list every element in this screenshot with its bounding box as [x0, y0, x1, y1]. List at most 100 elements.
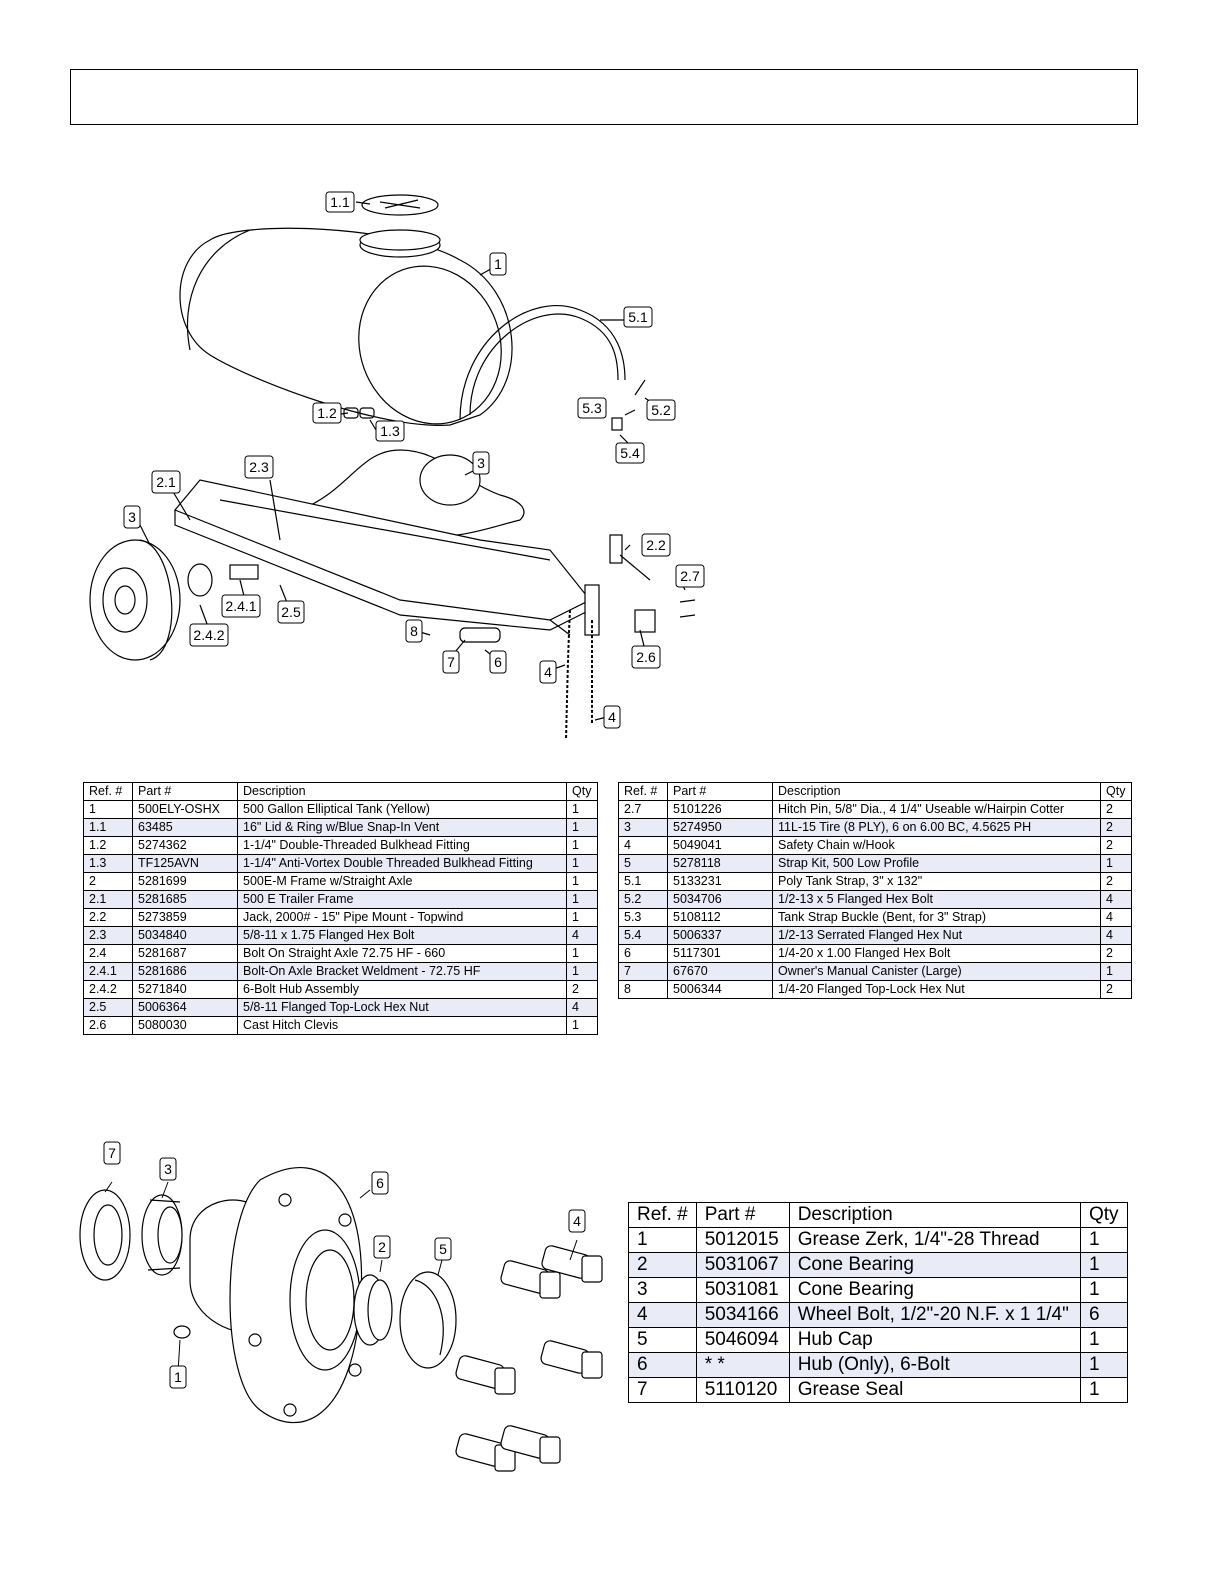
table-cell: 5108112 [667, 908, 773, 927]
svg-text:4: 4 [608, 709, 616, 725]
svg-text:5: 5 [439, 1241, 447, 1257]
svg-text:2.6: 2.6 [636, 649, 656, 665]
callout-label: 2.2 [641, 533, 671, 557]
table-cell: 5/8-11 Flanged Top-Lock Hex Nut [237, 998, 567, 1017]
table-cell: 5006337 [667, 926, 773, 945]
callout-label: 6 [371, 1171, 389, 1195]
table-cell: 5031067 [695, 1252, 790, 1278]
table-cell: 5031081 [695, 1277, 790, 1303]
table-cell: 6 [1080, 1302, 1128, 1328]
callout-label: 2.3 [244, 455, 274, 479]
table-cell: 3 [628, 1277, 697, 1303]
table-cell: 3 [618, 818, 668, 837]
table-cell: 5271840 [132, 980, 238, 999]
table-cell: 1 [566, 1016, 598, 1035]
callout-label: 1 [169, 1365, 187, 1389]
svg-text:1: 1 [174, 1369, 182, 1385]
column-header: Qty [1100, 782, 1132, 801]
table-header-row: Ref. # Part # Description Qty [83, 782, 598, 801]
table-cell: 6-Bolt Hub Assembly [237, 980, 567, 999]
table-cell: 4 [628, 1302, 697, 1328]
table-cell: 2 [1100, 980, 1132, 999]
table-cell: 2 [1100, 800, 1132, 819]
callout-label: 4 [539, 660, 557, 684]
svg-text:5.2: 5.2 [651, 402, 671, 418]
table-cell: Hub (Only), 6-Bolt [788, 1352, 1082, 1378]
svg-text:8: 8 [410, 623, 418, 639]
table-cell: 2 [628, 1252, 697, 1278]
table-cell: 4 [566, 926, 598, 945]
callout-label: 8 [405, 619, 423, 643]
callout-label: 5 [434, 1237, 452, 1261]
svg-text:2.7: 2.7 [680, 568, 700, 584]
column-header: Part # [667, 782, 773, 801]
svg-text:2.1: 2.1 [156, 474, 176, 490]
column-header: Qty [566, 782, 598, 801]
table-cell: Hub Cap [788, 1327, 1082, 1353]
svg-text:5.4: 5.4 [620, 445, 640, 461]
table-cell: 16" Lid & Ring w/Blue Snap-In Vent [237, 818, 567, 837]
table-cell: 5 [628, 1327, 697, 1353]
table-cell: 1.1 [83, 818, 133, 837]
trailer-exploded-diagram: 1.1 1 5.1 5.2 5.3 5.4 1.2 1.3 2.3 3 2.1 … [89, 191, 705, 741]
table-cell: 5 [618, 854, 668, 873]
table-cell: 500E-M Frame w/Straight Axle [237, 872, 567, 891]
svg-text:3: 3 [477, 455, 485, 471]
svg-text:5.3: 5.3 [582, 400, 602, 416]
table-cell: Grease Zerk, 1/4"-28 Thread [788, 1227, 1082, 1253]
table-cell: 1 [83, 800, 133, 819]
table-cell: 4 [1100, 926, 1132, 945]
table-cell: 2 [1100, 836, 1132, 855]
table-cell: 5281699 [132, 872, 238, 891]
table-cell: 5.4 [618, 926, 668, 945]
callout-label: 2 [373, 1235, 391, 1259]
svg-text:1.1: 1.1 [330, 194, 350, 210]
table-cell: 2 [1100, 872, 1132, 891]
table-cell: 2.7 [618, 800, 668, 819]
svg-text:2.3: 2.3 [249, 459, 269, 475]
table-cell: 2.4 [83, 944, 133, 963]
table-cell: 1 [566, 800, 598, 819]
table-cell: 5117301 [667, 944, 773, 963]
table-cell: 2.5 [83, 998, 133, 1017]
column-header: Ref. # [628, 1202, 697, 1228]
table-cell: Wheel Bolt, 1/2"-20 N.F. x 1 1/4" [788, 1302, 1082, 1328]
table-cell: 1 [566, 944, 598, 963]
table-cell: 5274950 [667, 818, 773, 837]
callout-label: 1 [489, 252, 507, 276]
callout-label: 5.4 [615, 442, 645, 464]
table-cell: 1 [1080, 1327, 1128, 1353]
table-cell: Tank Strap Buckle (Bent, for 3" Strap) [772, 908, 1101, 927]
callout-label: 4 [603, 705, 621, 729]
table-cell: Owner's Manual Canister (Large) [772, 962, 1101, 981]
table-cell: 1 [1080, 1227, 1128, 1253]
table-cell: 500 Gallon Elliptical Tank (Yellow) [237, 800, 567, 819]
callout-label: 2.1 [151, 470, 181, 494]
table-cell: 1 [566, 908, 598, 927]
table-cell: Jack, 2000# - 15" Pipe Mount - Topwind [237, 908, 567, 927]
svg-text:2: 2 [378, 1239, 386, 1255]
table-cell: 1/4-20 Flanged Top-Lock Hex Nut [772, 980, 1101, 999]
table-cell: 1 [566, 854, 598, 873]
table-cell: 6 [618, 944, 668, 963]
callout-label: 2.5 [277, 600, 305, 624]
table-cell: Bolt On Straight Axle 72.75 HF - 660 [237, 944, 567, 963]
